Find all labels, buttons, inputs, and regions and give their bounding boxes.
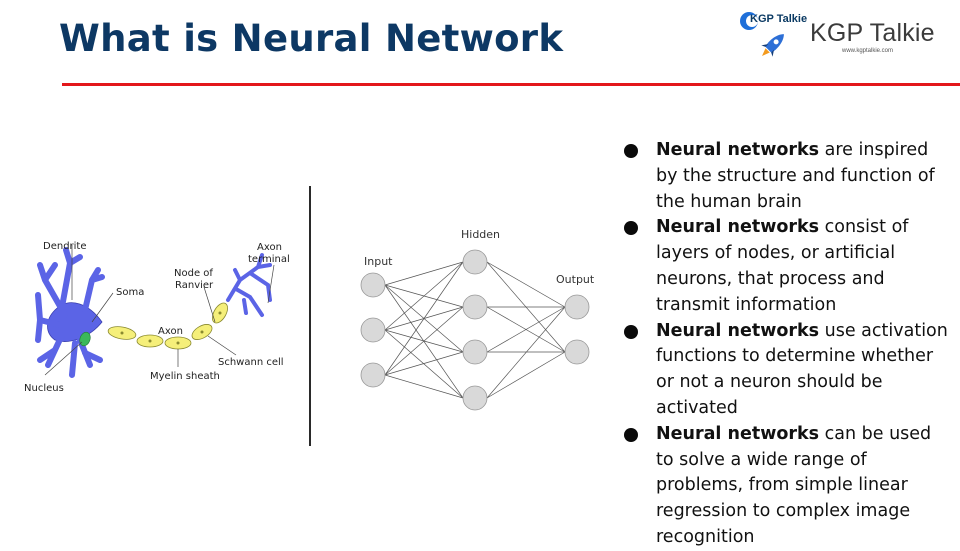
label-schwann-cell: Schwann cell [218, 357, 284, 368]
myelin-sheath [107, 302, 228, 350]
label-axon-terminal-2: terminal [248, 254, 290, 265]
label-node-of-ranvier-1: Node of [174, 268, 213, 279]
label-nucleus: Nucleus [24, 383, 64, 394]
bullet-item: Neural networks use activation functions… [622, 319, 952, 422]
bullet-item: Neural networks are inspired by the stru… [622, 138, 952, 215]
slide-title: What is Neural Network [59, 17, 564, 60]
connection-edge [384, 284, 464, 399]
connection-edge [384, 306, 464, 376]
bullet-dot-icon [624, 144, 638, 158]
nucleus [79, 331, 91, 347]
bullet-dot-icon [624, 427, 638, 442]
label-axon: Axon [158, 326, 183, 337]
connection-edge [384, 351, 464, 376]
biological-neuron-diagram: Dendrite Soma Nucleus Axon Node of Ranvi… [24, 241, 290, 394]
connection-edge [486, 306, 566, 399]
neuron-cell-body [35, 247, 105, 378]
bullet-item: Neural networks can be used to solve a w… [622, 422, 952, 551]
bullet-text: can be used to solve a wide range of pro… [656, 423, 932, 547]
hidden-node [462, 294, 488, 320]
bullet-text: consist of layers of nodes, or artificia… [656, 217, 909, 315]
title-underline [62, 83, 960, 86]
bullet-item: Neural networks consist of layers of nod… [622, 215, 952, 318]
connection-edge [486, 306, 566, 353]
rocket-logo-icon: KGP Talkie [738, 10, 807, 60]
output-node [564, 294, 590, 320]
bullet-bold: Neural networks [656, 423, 820, 444]
bullet-bold: Neural networks [656, 140, 820, 160]
bullet-bold: Neural networks [656, 217, 820, 238]
logo-name: KGP Talkie [810, 19, 935, 47]
connection-edge [384, 261, 464, 286]
label-input: Input [364, 255, 393, 268]
connection-edge [384, 261, 464, 376]
bullet-text: are inspired by the structure and functi… [656, 140, 935, 212]
logo-badge-text: KGP Talkie [750, 13, 808, 25]
bullet-dot-icon [624, 221, 638, 236]
output-node [564, 339, 590, 365]
hidden-node [462, 385, 488, 411]
axon-terminal [226, 253, 272, 317]
label-axon-terminal-1: Axon [257, 242, 282, 253]
hidden-node [462, 249, 488, 275]
bullet-text: use activation functions to determine wh… [656, 320, 948, 418]
connection-edge [384, 374, 464, 399]
connection-edge [486, 351, 566, 399]
vertical-divider [309, 186, 311, 446]
input-node [360, 362, 386, 388]
input-node [360, 317, 386, 343]
connection-edge [384, 329, 464, 399]
connection-edge [384, 261, 464, 331]
label-output: Output [556, 273, 595, 286]
label-dendrite: Dendrite [43, 241, 87, 252]
hidden-node [462, 339, 488, 365]
bullet-bold: Neural networks [656, 320, 820, 341]
label-myelin-sheath: Myelin sheath [150, 371, 220, 382]
bullet-dot-icon [624, 324, 638, 339]
kgp-talkie-logo: KGP Talkie KGP Talkie www.kgptalkie.com [738, 10, 943, 62]
label-soma: Soma [116, 287, 144, 298]
bullet-list: Neural networks are inspired by the stru… [622, 138, 952, 551]
connection-edge [486, 261, 566, 308]
label-node-of-ranvier-2: Ranvier [175, 280, 214, 291]
logo-url: www.kgptalkie.com [842, 48, 894, 54]
neural-network-diagram: Input Hidden Output [360, 228, 595, 411]
label-hidden: Hidden [461, 228, 500, 241]
input-node [360, 272, 386, 298]
